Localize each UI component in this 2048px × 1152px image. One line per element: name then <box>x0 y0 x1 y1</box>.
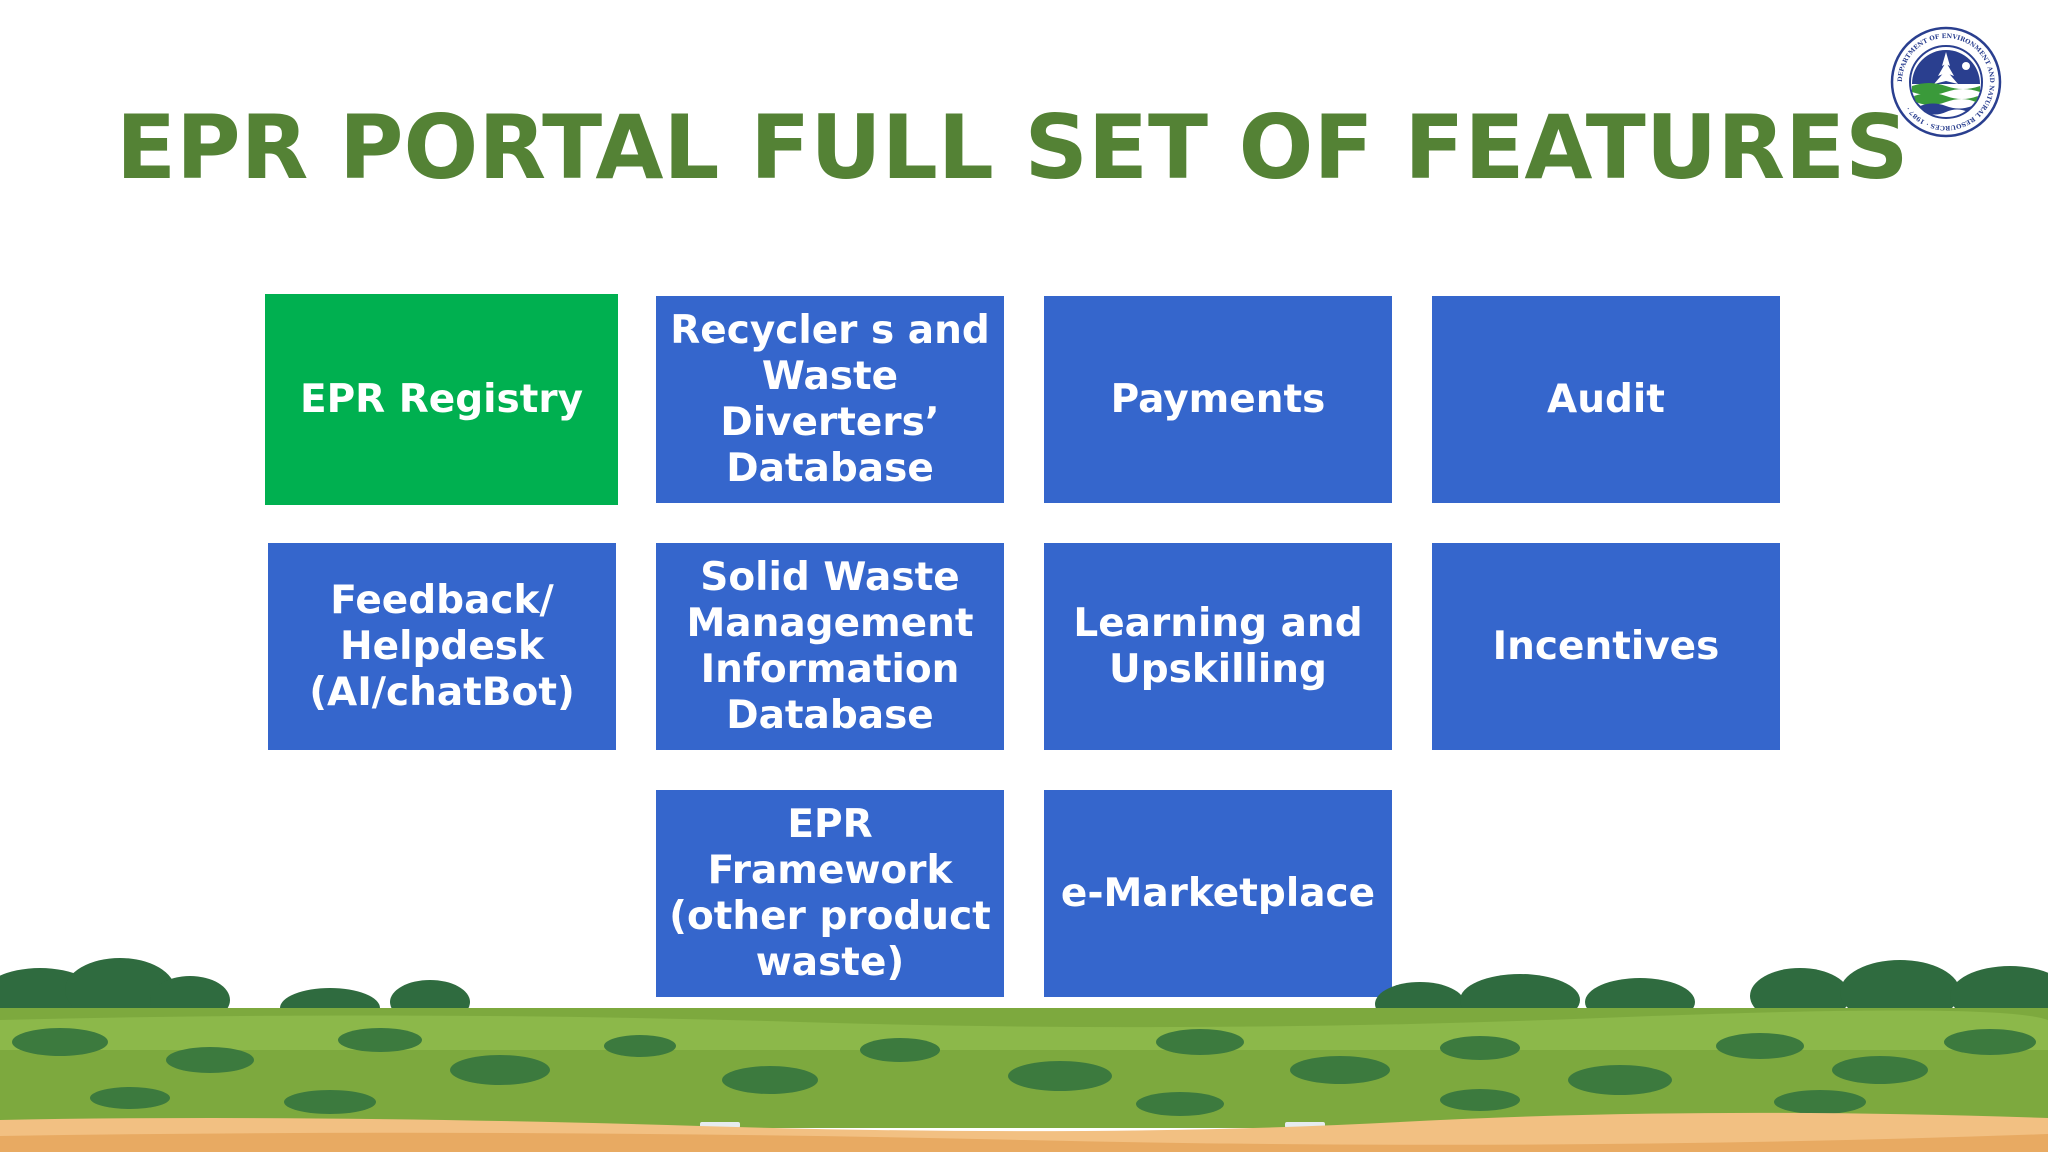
feature-tile-e-marketplace[interactable]: e-Marketplace <box>1044 790 1392 997</box>
denr-seal-logo: DEPARTMENT OF ENVIRONMENT AND NATURAL RE… <box>1890 26 2002 138</box>
feature-tile-audit[interactable]: Audit <box>1432 296 1780 503</box>
feature-tile-learning-upskilling[interactable]: Learning and Upskilling <box>1044 543 1392 750</box>
feature-tile-recyclers-database[interactable]: Recycler s and Waste Diverters’ Database <box>656 296 1004 503</box>
feature-tile-solid-waste-database[interactable]: Solid Waste Management Information Datab… <box>656 543 1004 750</box>
feature-tile-payments[interactable]: Payments <box>1044 296 1392 503</box>
slide-title: EPR PORTAL FULL SET OF FEATURES <box>116 96 1909 199</box>
landscape-illustration <box>0 958 2048 1152</box>
feature-tile-feedback-helpdesk[interactable]: Feedback/ Helpdesk (AI/chatBot) <box>268 543 616 750</box>
feature-tile-incentives[interactable]: Incentives <box>1432 543 1780 750</box>
feature-tile-epr-framework[interactable]: EPR Framework (other product waste) <box>656 790 1004 997</box>
feature-tile-epr-registry[interactable]: EPR Registry <box>265 294 618 505</box>
